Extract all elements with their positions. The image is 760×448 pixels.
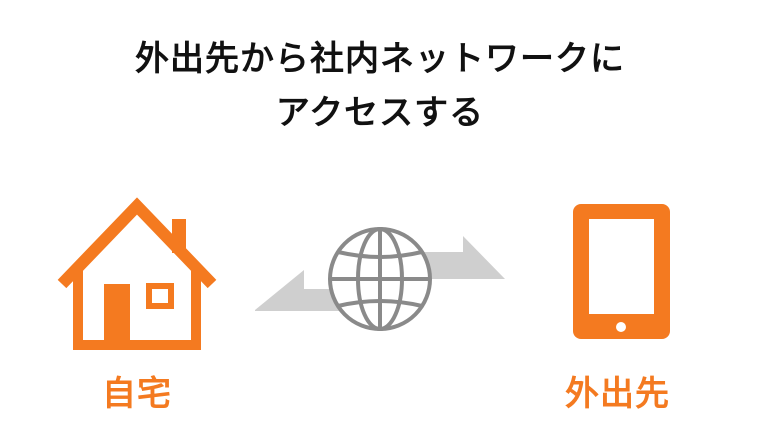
globe-icon xyxy=(328,227,432,331)
house-icon xyxy=(57,197,217,350)
tablet-icon xyxy=(573,204,670,339)
away-label: 外出先 xyxy=(565,374,670,414)
page-title: 外出先から社内ネットワークに アクセスする xyxy=(0,32,760,140)
title-line-1: 外出先から社内ネットワークに xyxy=(135,39,625,79)
home-label: 自宅 xyxy=(102,374,172,414)
title-line-2: アクセスする xyxy=(275,93,485,133)
